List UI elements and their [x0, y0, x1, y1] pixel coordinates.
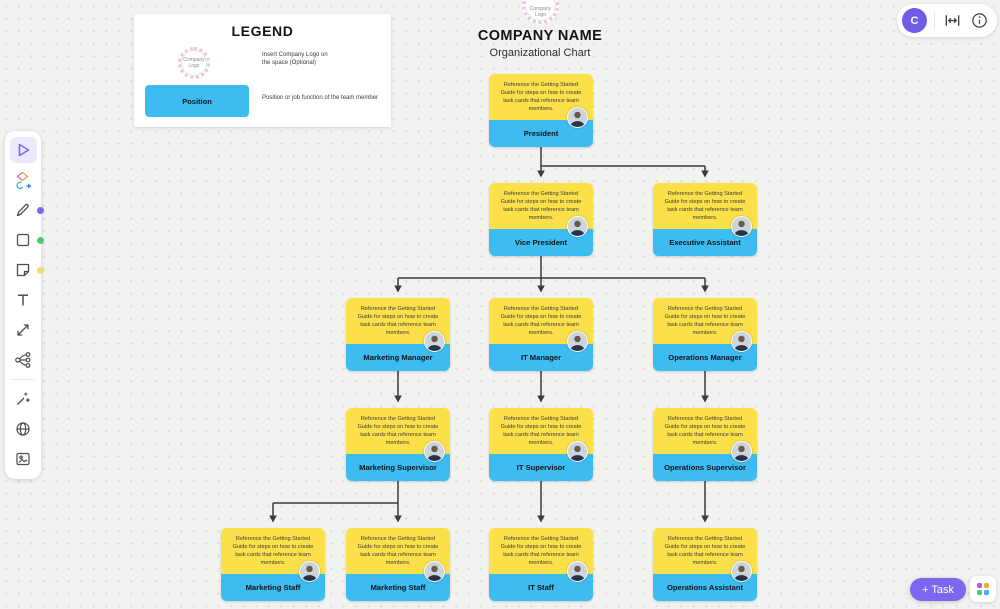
legend-card[interactable]: LEGEND Company Logo Insert Company Logo …	[134, 14, 391, 127]
company-logo-text: Company Logo	[529, 6, 552, 18]
org-node-vice-president[interactable]: Reference the Getting Started Guide for …	[489, 183, 593, 256]
node-position-title: Operations Assistant	[653, 574, 757, 601]
org-node-operations-manager[interactable]: Reference the Getting Started Guide for …	[653, 298, 757, 371]
org-node-it-supervisor[interactable]: Reference the Getting Started Guide for …	[489, 408, 593, 481]
tool-ai-wand[interactable]	[10, 386, 37, 412]
node-guide-text: Reference the Getting Started Guide for …	[346, 298, 450, 344]
member-photo	[567, 331, 588, 352]
org-node-it-staff[interactable]: Reference the Getting Started Guide for …	[489, 528, 593, 601]
member-photo	[424, 441, 445, 462]
member-photo	[731, 331, 752, 352]
topbar: C	[897, 4, 997, 37]
whiteboard-toolbar	[5, 131, 44, 479]
node-position-title: IT Staff	[489, 574, 593, 601]
node-position-title: Operations Supervisor	[653, 454, 757, 481]
tool-mind-map[interactable]	[10, 347, 37, 373]
member-photo	[567, 441, 588, 462]
org-node-marketing-manager[interactable]: Reference the Getting Started Guide for …	[346, 298, 450, 371]
org-node-it-manager[interactable]: Reference the Getting Started Guide for …	[489, 298, 593, 371]
fit-width-icon[interactable]	[942, 11, 962, 31]
org-node-operations-supervisor[interactable]: Reference the Getting Started Guide for …	[653, 408, 757, 481]
app-grid-icon[interactable]	[970, 576, 996, 602]
legend-logo-text: Company Logo	[183, 57, 205, 69]
company-name-title[interactable]: COMPANY NAME	[477, 28, 603, 44]
tool-connector[interactable]	[10, 317, 37, 343]
tool-select[interactable]	[9, 137, 37, 163]
sticky-color-dot[interactable]	[36, 267, 44, 274]
org-node-marketing-staff[interactable]: Reference the Getting Started Guide for …	[221, 528, 325, 601]
member-photo	[567, 561, 588, 582]
tool-sticky-note[interactable]	[10, 257, 44, 283]
node-guide-text: Reference the Getting Started Guide for …	[653, 408, 757, 454]
shape-color-dot[interactable]	[36, 237, 44, 244]
tool-text[interactable]	[10, 287, 37, 313]
legend-position-box: Position	[145, 85, 249, 117]
member-photo	[731, 441, 752, 462]
org-node-operations-assistant[interactable]: Reference the Getting Started Guide for …	[653, 528, 757, 601]
user-avatar[interactable]: C	[902, 8, 927, 33]
member-photo	[731, 216, 752, 237]
node-guide-text: Reference the Getting Started Guide for …	[221, 528, 325, 574]
org-node-executive-assistant[interactable]: Reference the Getting Started Guide for …	[653, 183, 757, 256]
member-photo	[731, 561, 752, 582]
org-node-president[interactable]: Reference the Getting Started Guide for …	[489, 74, 593, 147]
member-photo	[567, 216, 588, 237]
legend-position-caption: Position or job function of the team mem…	[262, 95, 379, 101]
tool-embed[interactable]	[10, 416, 37, 442]
toolbar-divider	[11, 379, 35, 380]
add-task-button[interactable]: + Task	[910, 578, 966, 601]
tool-templates[interactable]	[10, 167, 37, 193]
member-photo	[424, 331, 445, 352]
tool-pen[interactable]	[10, 197, 44, 223]
member-photo	[424, 561, 445, 582]
topbar-divider	[934, 11, 935, 30]
info-icon[interactable]	[969, 11, 989, 31]
tool-shape[interactable]	[10, 227, 44, 253]
pen-color-dot[interactable]	[36, 207, 44, 214]
org-node-marketing-staff[interactable]: Reference the Getting Started Guide for …	[346, 528, 450, 601]
legend-company-logo: Company Logo	[178, 47, 210, 79]
legend-title: LEGEND	[231, 23, 294, 39]
node-guide-text: Reference the Getting Started Guide for …	[346, 528, 450, 574]
org-node-marketing-supervisor[interactable]: Reference the Getting Started Guide for …	[346, 408, 450, 481]
board-subtitle[interactable]: Organizational Chart	[489, 47, 591, 59]
legend-logo-caption: Insert Company Logo on the space (Option…	[262, 52, 328, 66]
node-guide-text: Reference the Getting Started Guide for …	[489, 408, 593, 454]
tool-image[interactable]	[10, 446, 37, 472]
member-photo	[299, 561, 320, 582]
board-header: Company Logo COMPANY NAME Organizational…	[390, 0, 690, 59]
member-photo	[567, 107, 588, 128]
